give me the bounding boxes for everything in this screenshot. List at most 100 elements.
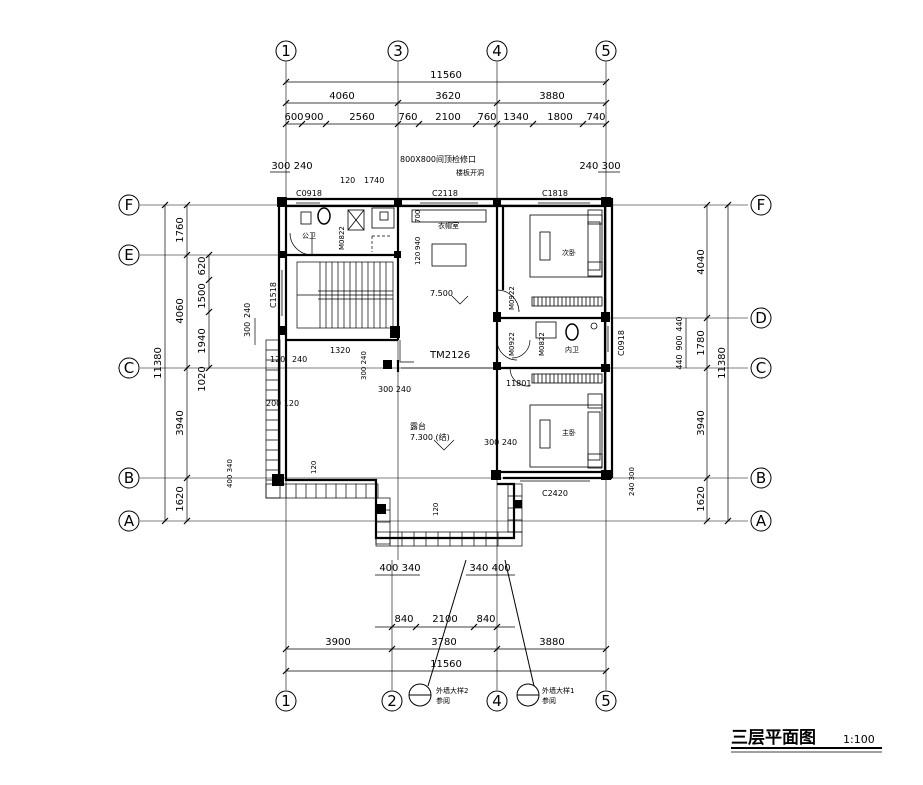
opening-tm2126: TM2126 bbox=[429, 350, 470, 361]
axis-label-right-F: F bbox=[757, 196, 766, 214]
axis-label-right-B: B bbox=[756, 469, 766, 487]
note-d240-300: 240 300 bbox=[628, 467, 636, 496]
axis-bubbles bbox=[118, 40, 772, 712]
dim-bottom-l2-3: 3880 bbox=[539, 637, 564, 648]
dim-bottom-pair-right: 340 400 bbox=[469, 563, 510, 574]
note-d700: 700 bbox=[414, 210, 422, 223]
dim-left-l2-3: 1020 bbox=[197, 366, 208, 391]
note-d120e: 120 bbox=[432, 503, 440, 516]
dim-left-l3-1: 620 bbox=[197, 256, 208, 275]
axis-label-bottom-5: 5 bbox=[601, 692, 611, 710]
opening-c2420: C2420 bbox=[542, 489, 568, 498]
note-detail2: 外墙大样2 bbox=[436, 686, 468, 695]
note-detail2-sub: 参阅 bbox=[436, 696, 450, 705]
note-hatch: 800X800间顶检修口 bbox=[400, 154, 476, 164]
room-terrace-elev: 7.300 (结) bbox=[410, 432, 450, 442]
furniture bbox=[300, 207, 603, 469]
right-dimension-lines bbox=[685, 201, 732, 525]
axis-label-right-C: C bbox=[756, 359, 766, 377]
axis-label-bottom-1: 1 bbox=[281, 692, 291, 710]
opening-c0918-top: C0918 bbox=[296, 189, 322, 198]
opening-c0918-right: C0918 bbox=[617, 330, 626, 356]
columns bbox=[272, 197, 611, 514]
dim-top-corner-left: 300 240 bbox=[271, 161, 312, 172]
dim-left-l3-2: 1500 bbox=[197, 283, 208, 308]
note-d1740: 1740 bbox=[364, 176, 384, 185]
axis-label-left-E: E bbox=[124, 246, 133, 264]
dim-right-l3-1: 440 bbox=[675, 316, 684, 331]
axis-label-left-A: A bbox=[124, 512, 135, 530]
note-d300-240c: 300 240 bbox=[484, 438, 517, 447]
staircase bbox=[296, 261, 394, 329]
dim-top-l2-1: 4060 bbox=[329, 91, 354, 102]
opening-m0822-b: M0822 bbox=[538, 332, 546, 356]
dim-bottom-overall: 11560 bbox=[430, 659, 462, 670]
note-d940: 940 bbox=[414, 237, 422, 250]
dim-right-l2-3: 3940 bbox=[696, 410, 707, 435]
left-dimension-texts: 11380 1760 4060 1020 3940 1620 620 1500 … bbox=[153, 217, 208, 511]
axis-label-right-A: A bbox=[756, 512, 767, 530]
note-detail1-sub: 参阅 bbox=[542, 696, 556, 705]
note-d240: 240 bbox=[243, 303, 252, 318]
note-d120b: 120 bbox=[414, 252, 422, 265]
drawing-title: 三层平面图 bbox=[731, 728, 816, 748]
bottom-dimension-lines bbox=[282, 574, 610, 675]
axis-label-left-B: B bbox=[124, 469, 134, 487]
opening-labels: C0918 C2118 C1818 C1518 C0918 C2420 TM21… bbox=[269, 189, 626, 498]
dim-right-l3-3: 440 bbox=[675, 354, 684, 369]
dim-right-l2-1: 4040 bbox=[696, 249, 707, 274]
axis-label-bottom-2: 2 bbox=[387, 692, 397, 710]
room-small: 衣帽室 bbox=[438, 221, 459, 230]
opening-m0922-b: M0922 bbox=[508, 332, 516, 356]
note-detail1: 外墙大样1 bbox=[542, 686, 574, 695]
dim-top-l3-4: 760 bbox=[398, 112, 417, 123]
dim-top-l3-9: 740 bbox=[586, 112, 605, 123]
left-dimension-lines bbox=[161, 201, 256, 525]
dim-top-l3-2: 900 bbox=[304, 112, 323, 123]
dim-right-l3-2: 900 bbox=[675, 335, 684, 350]
note-d1320: 1320 bbox=[330, 346, 350, 355]
dim-top-overall: 11560 bbox=[430, 70, 462, 81]
room-labels: 公卫 次卧 主卧 内卫 露台 7.300 (结) 7.500 衣帽室 bbox=[302, 221, 579, 442]
note-d200-120: 200 120 bbox=[266, 399, 299, 408]
dim-top-l3-1: 600 bbox=[284, 112, 303, 123]
terrace-slope-symbol bbox=[433, 295, 469, 451]
dim-top-l3-3: 2560 bbox=[349, 112, 374, 123]
room-bath-public: 公卫 bbox=[302, 232, 316, 240]
dim-top-l2-3: 3880 bbox=[539, 91, 564, 102]
opening-c2118: C2118 bbox=[432, 189, 458, 198]
note-d120c: 120 bbox=[270, 355, 285, 364]
note-d300-240: 300 240 bbox=[360, 351, 368, 380]
dim-top-l3-6: 760 bbox=[477, 112, 496, 123]
dim-top-l3-5: 2100 bbox=[435, 112, 460, 123]
dim-left-l2-4: 3940 bbox=[175, 410, 186, 435]
dim-bottom-l2-1: 3900 bbox=[325, 637, 350, 648]
axis-label-top-4: 4 bbox=[492, 42, 502, 60]
windows bbox=[281, 202, 609, 482]
dim-top-l2-2: 3620 bbox=[435, 91, 460, 102]
dim-left-overall: 11380 bbox=[153, 347, 164, 379]
axis-label-top-5: 5 bbox=[601, 42, 611, 60]
dim-right-l2-2: 1780 bbox=[696, 330, 707, 355]
opening-m1801: 11801 bbox=[506, 379, 531, 388]
note-d120: 120 bbox=[340, 176, 355, 185]
dim-top-corner-right: 240 300 bbox=[579, 161, 620, 172]
note-d300-240b: 300 240 bbox=[378, 385, 411, 394]
dim-right-overall: 11380 bbox=[717, 347, 728, 379]
room-floor-elev: 7.500 bbox=[430, 289, 453, 298]
opening-c1818: C1818 bbox=[542, 189, 568, 198]
axis-label-right-D: D bbox=[755, 309, 767, 327]
title-block: 三层平面图 1:100 bbox=[731, 728, 882, 753]
note-slab: 楼板开洞 bbox=[456, 168, 484, 177]
opening-m0922-a: M0922 bbox=[508, 286, 516, 310]
opening-c1518: C1518 bbox=[269, 282, 278, 308]
dim-bottom-l3-3: 840 bbox=[476, 614, 495, 625]
axis-label-texts: 1 3 4 5 1 2 4 5 F E C B A F D C B A bbox=[124, 42, 767, 710]
dim-bottom-l3-2: 2100 bbox=[432, 614, 457, 625]
terrace-parapet-tiles bbox=[265, 339, 523, 547]
right-dimension-texts: 11380 4040 1780 3940 1620 440 900 440 bbox=[675, 249, 728, 511]
top-dimension-texts: 11560 4060 3620 3880 600 900 2560 760 21… bbox=[271, 70, 620, 172]
drawing-scale: 1:100 bbox=[843, 733, 875, 746]
dim-bottom-pair-left: 400 340 bbox=[379, 563, 420, 574]
